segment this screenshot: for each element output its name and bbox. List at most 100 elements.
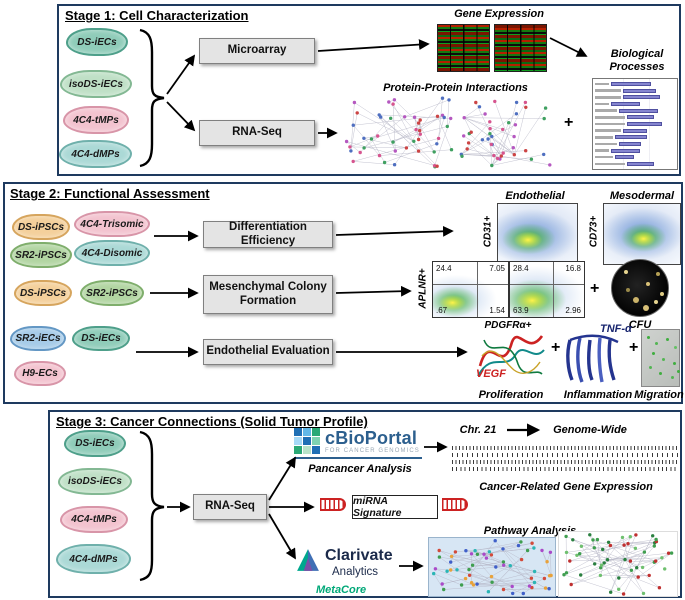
pancancer-analysis-label: Pancancer Analysis xyxy=(308,463,412,475)
bio-bar-label xyxy=(595,96,621,99)
bio-bar-row xyxy=(595,88,675,93)
cell-sr2-iecs: SR2-iECs xyxy=(10,326,66,351)
bio-bar-row xyxy=(595,115,675,120)
bio-bar xyxy=(623,95,660,100)
clarivate-icon xyxy=(297,549,319,571)
cd31-axis-label: CD31+ xyxy=(482,215,494,248)
cbioportal-logo: cBioPortal FOR CANCER GENOMICS xyxy=(294,428,422,459)
bio-bar xyxy=(611,82,651,86)
bio-bar-row xyxy=(595,135,675,140)
cfu-image xyxy=(611,259,669,317)
bio-bar xyxy=(611,148,641,153)
cancer-related-gene-expression-label: Cancer-Related Gene Expression xyxy=(479,481,653,493)
quad-value: 16.8 xyxy=(565,264,581,273)
heatmap-panel-2 xyxy=(494,24,547,72)
pathway-analysis-label: Pathway Analysis xyxy=(483,525,577,537)
cell-4c4-disomic: 4C4-Disomic xyxy=(74,240,150,266)
cell-ds-iecs-r3: DS-iECs xyxy=(72,326,130,351)
bio-bar-row xyxy=(595,95,675,100)
flow-quadrant-left: 24.4 7.05 .67 1.54 xyxy=(432,261,509,318)
proliferation-label: Proliferation xyxy=(478,389,544,401)
method-rna-seq-s3: RNA-Seq xyxy=(193,494,267,520)
cbioportal-tagline: FOR CANCER GENOMICS xyxy=(325,447,420,454)
plus-icon-r3a: + xyxy=(551,339,561,356)
endothelial-label: Endothelial xyxy=(505,190,565,202)
mesodermal-label: Mesodermal xyxy=(609,190,675,202)
bio-bar xyxy=(615,135,647,140)
tnf-label: TNF-α xyxy=(600,323,632,335)
bio-bar-label xyxy=(595,142,617,146)
pathway-map-2 xyxy=(558,531,678,597)
bio-bar-label xyxy=(595,122,625,126)
bio-bar-label xyxy=(595,129,621,132)
clarivate-logo: Clarivate Analytics xyxy=(296,547,393,578)
quad-value: .67 xyxy=(436,306,448,315)
bio-bar-label xyxy=(595,109,617,112)
bio-bar xyxy=(615,155,635,160)
cell-isods-iecs-s1: isoDS-iECs xyxy=(60,70,132,98)
cell-4c4-tmps-s1: 4C4-tMPs xyxy=(63,106,129,134)
bio-bar-row xyxy=(595,108,675,113)
cell-4c4-trisomic: 4C4-Trisomic xyxy=(74,211,150,237)
chr21-label: Chr. 21 xyxy=(459,424,497,436)
bio-bar-label xyxy=(595,116,625,119)
bio-bar-row xyxy=(595,148,675,153)
cell-ds-ipscs-r2: DS-iPSCs xyxy=(14,280,72,306)
biological-processes-label: Biological Processes xyxy=(609,48,665,73)
cell-ds-iecs-s1: DS-iECs xyxy=(66,28,128,56)
heatmap-panel-1 xyxy=(437,24,490,72)
bio-bar-label xyxy=(595,102,609,106)
stage1-title: Stage 1: Cell Characterization xyxy=(65,8,249,23)
quad-value: 63.9 xyxy=(513,306,529,315)
cfu-label: CFU xyxy=(628,319,652,331)
clarivate-name: Clarivate xyxy=(325,547,393,564)
bio-bar xyxy=(619,141,641,146)
gene-expression-matrix xyxy=(452,443,678,479)
migration-image xyxy=(641,329,680,387)
bio-bar-label xyxy=(595,155,613,159)
pdgfra-axis-label: PDGFRα+ xyxy=(484,320,532,331)
bio-bar-row xyxy=(595,121,675,126)
bio-bar-label xyxy=(595,149,609,152)
bio-bar-row xyxy=(595,82,675,86)
cell-sr2-ipscs-r1: SR2-iPSCs xyxy=(10,242,72,268)
bio-bar xyxy=(623,128,648,133)
quad-value: 1.54 xyxy=(489,306,505,315)
pathway-map-1 xyxy=(428,537,556,597)
gene-expression-label: Gene Expression xyxy=(454,8,544,20)
bio-bar-label xyxy=(595,89,621,92)
mirna-signature-box: miRNA Signature xyxy=(352,495,438,519)
cell-4c4-dmps-s3: 4C4-dMPs xyxy=(56,544,131,574)
bio-bar-row xyxy=(595,155,675,160)
quad-value: 2.96 xyxy=(565,306,581,315)
vegf-label: VEGF xyxy=(476,368,506,380)
metacore-label: MetaCore xyxy=(316,584,367,596)
clarivate-analytics-label: Analytics xyxy=(332,565,379,578)
vegf-structure xyxy=(477,335,545,377)
pathway-network-2 xyxy=(562,533,674,596)
bio-bar-label xyxy=(595,82,609,86)
stage3-title: Stage 3: Cancer Connections (Solid Tumor… xyxy=(56,414,368,429)
method-microarray: Microarray xyxy=(199,38,315,64)
stage2-title: Stage 2: Functional Assessment xyxy=(10,186,210,201)
plus-icon-r2: + xyxy=(590,280,600,297)
cell-4c4-tmps-s3: 4C4-tMPs xyxy=(60,506,128,533)
bio-bar-label xyxy=(595,162,625,166)
bio-bar xyxy=(619,108,658,113)
cbioportal-text: cBioPortal FOR CANCER GENOMICS xyxy=(325,429,420,454)
cd73-axis-label: CD73+ xyxy=(588,215,600,248)
ppi-label: Protein-Protein Interactions xyxy=(383,82,528,94)
bio-bar xyxy=(611,101,641,106)
cbioportal-icon xyxy=(294,428,320,454)
bio-bar-row xyxy=(595,141,675,146)
pathway-network-1 xyxy=(432,539,553,596)
flow-plot-cd73 xyxy=(603,203,681,265)
quad-value: 7.05 xyxy=(489,264,505,273)
flow-plot-cd31 xyxy=(497,203,578,265)
plus-icon-s1: + xyxy=(564,114,574,131)
plus-icon-r3b: + xyxy=(629,339,639,356)
flow-quadrant-right: 28.4 16.8 63.9 2.96 xyxy=(509,261,585,318)
aplnr-axis-label: APLNR+ xyxy=(417,268,429,309)
method-rna-seq-s1: RNA-Seq xyxy=(199,120,315,146)
